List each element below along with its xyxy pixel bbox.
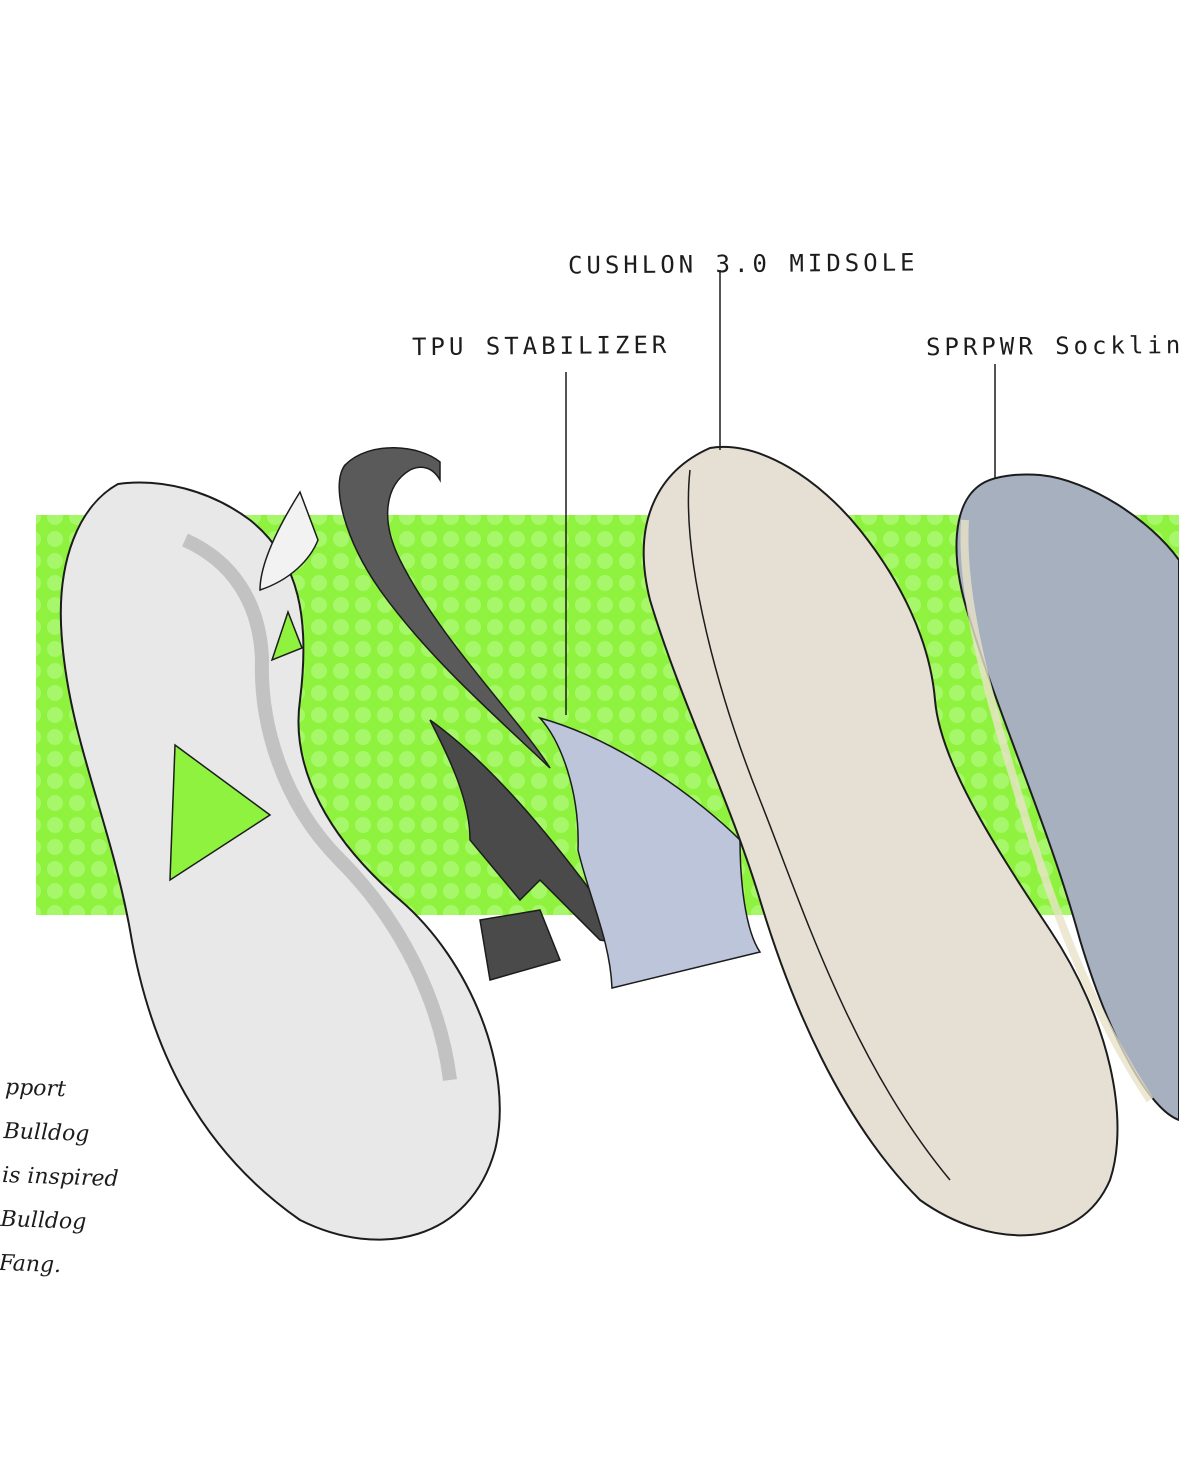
sockliner-icon: [955, 473, 1179, 1122]
note-line: Fang.: [0, 1250, 62, 1279]
midsole-icon: [642, 446, 1119, 1237]
outsole-icon: [59, 481, 501, 1241]
note-line: Bulldog: [0, 1206, 87, 1235]
tpu-stabilizer-label: TPU STABILIZER: [411, 330, 671, 362]
sprpwr-sockliner-label: SPRPWR Sockliner: [925, 330, 1179, 362]
handwritten-note: pport Bulldog is inspired Bulldog Fang.: [0, 1066, 122, 1290]
tpu-stabilizer-icon: [537, 716, 762, 989]
note-line: pport: [4, 1075, 67, 1103]
note-line: is inspired: [1, 1162, 119, 1193]
swoosh-icon: [338, 447, 632, 981]
note-line: Bulldog: [3, 1119, 90, 1147]
cushlon-midsole-label: CUSHLON 3.0 MIDSOLE: [567, 248, 919, 280]
